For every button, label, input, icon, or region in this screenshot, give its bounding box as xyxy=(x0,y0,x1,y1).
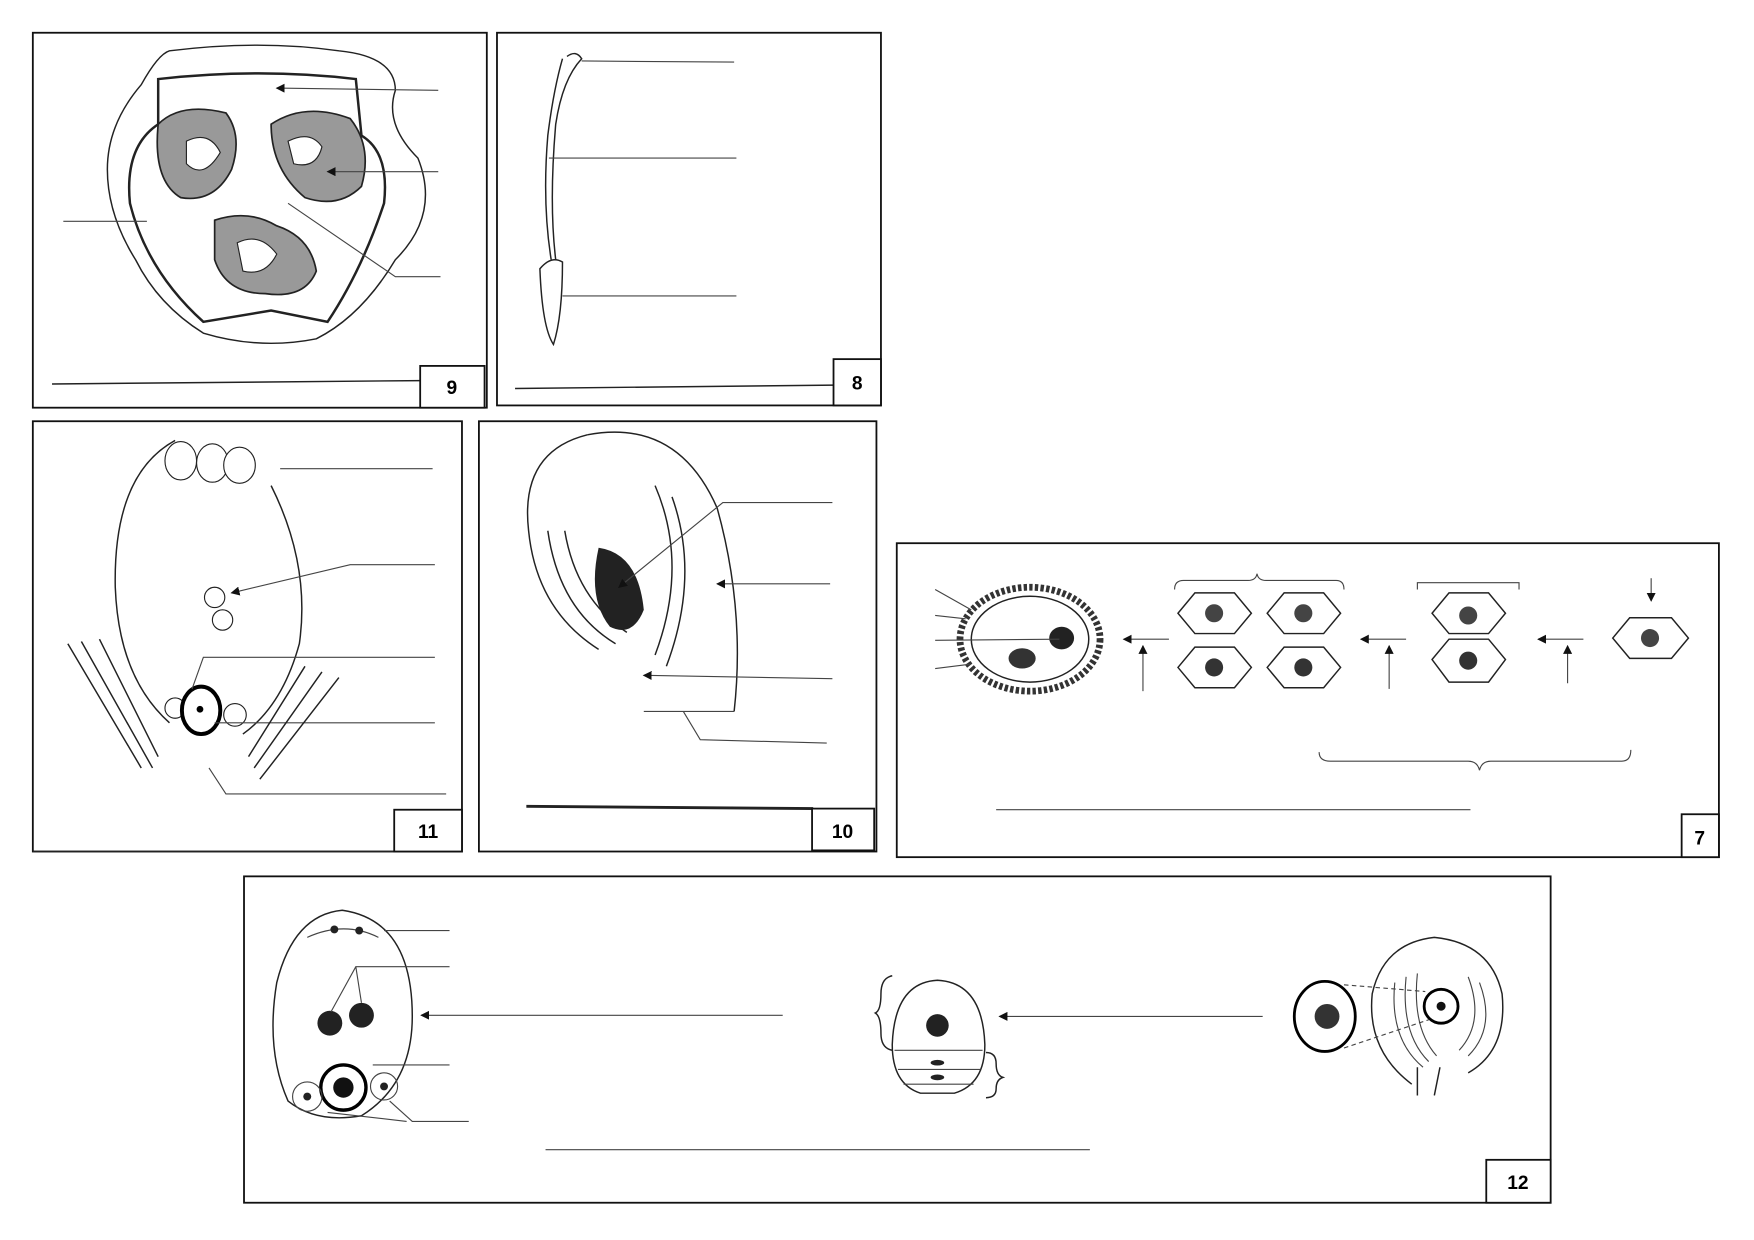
panel-number: 12 xyxy=(1507,1173,1528,1194)
panel-7-pollen-development: 7 xyxy=(895,542,1720,859)
panel-8-stamen: 8 xyxy=(496,31,882,407)
panel-number: 8 xyxy=(852,374,863,395)
panel-12-embryo-sac-development: 12 xyxy=(243,875,1552,1204)
panel-10-ovule: 10 xyxy=(478,420,878,853)
panel-number: 11 xyxy=(418,822,439,843)
panel-9-anther-section: 9 xyxy=(31,31,488,409)
tetrad-cells xyxy=(1177,592,1342,689)
panel-number: 10 xyxy=(832,822,853,843)
panel-11-embryo-sac: 11 xyxy=(31,420,463,853)
panel-number: 9 xyxy=(446,378,457,399)
panel-number: 7 xyxy=(1694,829,1705,850)
